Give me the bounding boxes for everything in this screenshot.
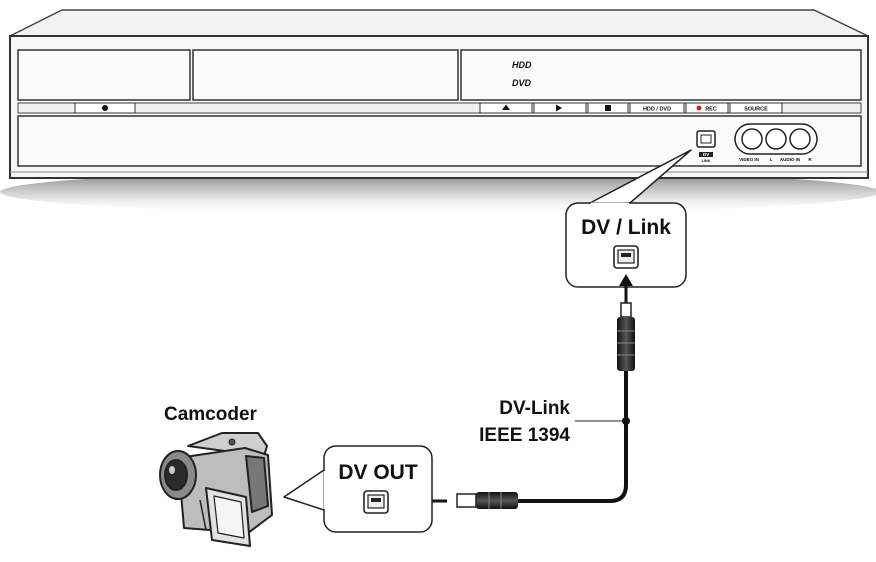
dv-out-callout-pointer	[283, 469, 325, 511]
camcorder-lens-glass	[164, 459, 188, 491]
dv-link-callout-title: DV / Link	[581, 216, 671, 239]
left-plug-body	[476, 492, 518, 509]
video-in-jack	[741, 128, 763, 150]
rec-button-label: REC	[705, 107, 717, 113]
dv-out-callout: DV OUT	[283, 445, 433, 533]
source-button-label: SOURCE	[744, 107, 768, 113]
hdd-logo: HDD	[512, 60, 532, 70]
camcorder-label: Camcoder	[164, 404, 258, 425]
camcorder-lcd-glass	[213, 495, 245, 539]
disc-tray	[192, 49, 459, 101]
dv-port-recorder-inner	[700, 134, 712, 144]
audio-l-jack	[765, 128, 787, 150]
eject-icon	[502, 104, 510, 110]
rec-dot-icon	[696, 105, 702, 111]
plug-in-arrow-top	[619, 274, 633, 286]
audio-r-label: R	[808, 157, 812, 162]
camcorder-record-button	[228, 438, 236, 446]
stop-icon	[605, 105, 611, 111]
play-icon	[556, 104, 562, 112]
camcorder-grip-strap	[245, 455, 269, 513]
dv-cable	[387, 274, 635, 509]
dv-port-sublabel: LINK	[702, 159, 711, 163]
dv-port-label: DV	[703, 152, 709, 157]
power-icon	[102, 105, 108, 111]
dv-out-callout-title: DV OUT	[338, 461, 418, 484]
cable-label-line1: DV-Link	[499, 398, 570, 419]
camcorder-lens-glare	[169, 466, 175, 474]
video-in-label: VIDEO IN	[739, 157, 759, 162]
dvd-logo: DVD	[512, 78, 532, 88]
audio-in-label: AUDIO IN	[780, 157, 800, 162]
camcorder-body-seam	[199, 499, 207, 531]
dv-port-recorder	[696, 130, 716, 148]
dv-out-callout-box	[323, 445, 433, 533]
rec-button[interactable]	[685, 102, 729, 114]
left-panel-compartment	[17, 49, 191, 101]
cable-cord	[518, 371, 628, 503]
left-plug-tip	[456, 493, 477, 508]
dv-link-callout: DV / Link	[565, 149, 692, 288]
camcorder	[159, 432, 273, 547]
cable-label-line2: IEEE 1394	[479, 425, 570, 446]
top-plug-tip	[620, 302, 632, 318]
lower-front-panel	[17, 115, 862, 167]
display-panel	[460, 49, 862, 101]
dv-port-label-bg	[699, 152, 713, 157]
cable-label-dot	[622, 417, 630, 425]
dv-link-port-pins	[621, 253, 631, 257]
recorder-top-lid	[9, 9, 869, 37]
audio-l-label: L	[770, 157, 773, 162]
hdd-dvd-button-label: HDD / DVD	[643, 107, 671, 113]
top-plug-body	[617, 317, 635, 371]
dv-out-port-pins	[371, 498, 381, 502]
source-button[interactable]	[729, 102, 783, 114]
audio-r-jack	[789, 128, 811, 150]
hdd-dvd-button[interactable]	[629, 102, 685, 114]
button-strip	[17, 102, 862, 114]
dvd-recorder: HDD DVD HDD / DVD REC SOURCE DV LINK VID…	[0, 9, 876, 214]
